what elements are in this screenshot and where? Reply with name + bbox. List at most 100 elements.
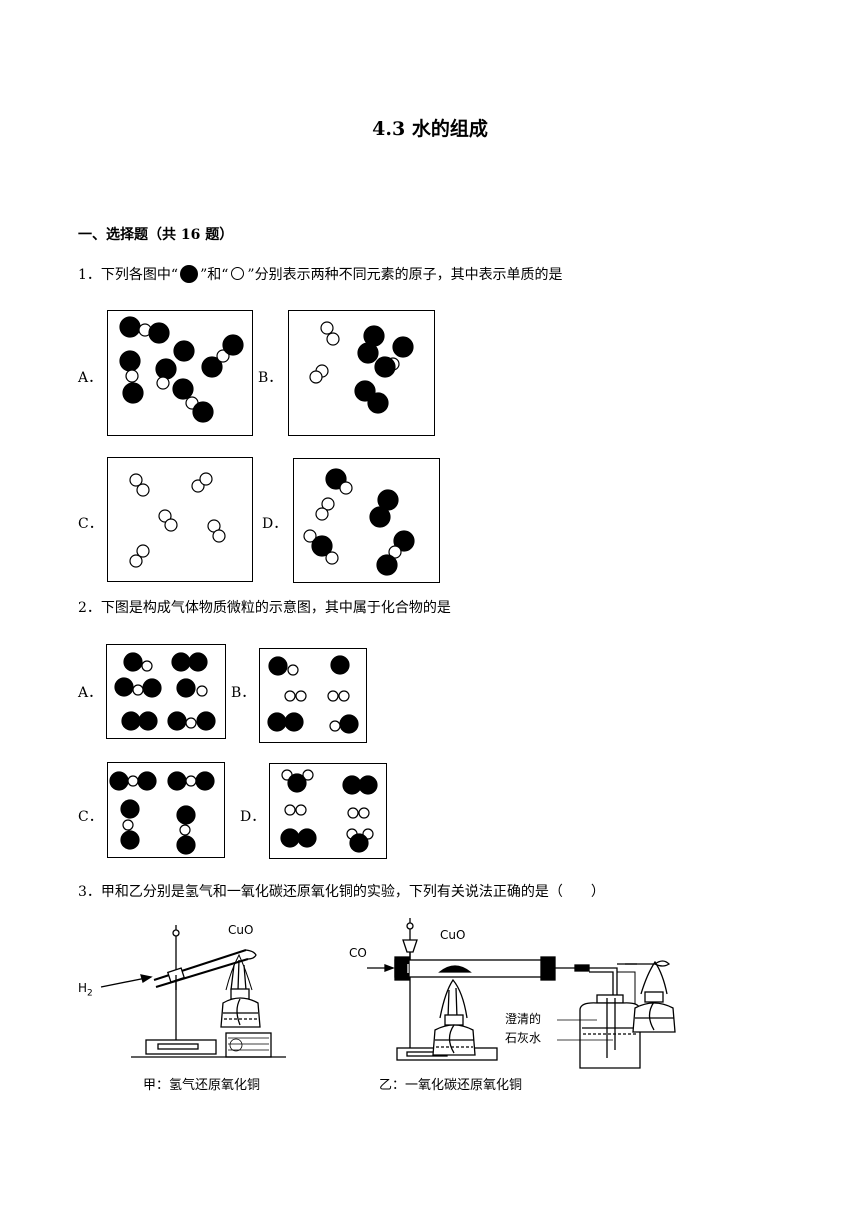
white-atom [216,349,230,363]
white-atom [303,529,317,543]
black-atom [367,392,389,414]
black-atom [176,805,196,825]
white-atom [339,481,353,495]
white-atom [132,684,144,696]
white-atom [158,509,172,523]
section-heading: 一、选择题（共 16 题） [78,227,234,243]
white-atom [388,545,402,559]
q2-option-c-label[interactable]: C． [78,809,103,825]
black-atom [172,378,194,400]
white-atom [320,321,334,335]
black-atom [120,799,140,819]
q2-option-b-label[interactable]: B． [231,685,256,701]
black-atom [376,554,398,576]
white-atom [287,664,299,676]
q1-option-c-diagram [107,457,253,582]
q1-option-d-label[interactable]: D． [262,516,288,532]
q1-option-b-diagram [288,310,435,436]
co-label: CO [349,946,367,960]
white-atom [185,775,197,787]
black-atom [119,316,141,338]
white-atom [179,824,191,836]
black-atom [188,652,208,672]
black-atom [342,775,362,795]
black-atom [192,401,214,423]
q2-option-b-diagram [259,648,367,743]
white-atom [164,518,178,532]
white-atom [284,690,296,702]
black-atom [155,358,177,380]
question-1-prefix: 1．下列各图中“ [78,267,179,283]
white-atom [125,369,139,383]
white-atom [212,529,226,543]
black-atom [109,771,129,791]
white-atom [199,472,213,486]
h2-label: H2 [78,981,93,998]
question-1-mid: ”和“ [200,267,229,283]
black-atom [167,771,187,791]
white-atom-icon [231,267,245,280]
black-atom [339,714,359,734]
q1-option-b-label[interactable]: B． [258,370,283,386]
black-atom [374,356,396,378]
black-atom [137,771,157,791]
black-atom [297,828,317,848]
black-atom [267,712,287,732]
q2-option-d-diagram [269,763,387,859]
black-atom [121,711,141,731]
white-atom [127,775,139,787]
question-1: 1．下列各图中“”和“”分别表示两种不同元素的原子，其中表示单质的是 [78,264,563,284]
white-atom [315,507,329,521]
black-atom [369,506,391,528]
black-atom [176,835,196,855]
white-atom [326,332,340,346]
black-atom-icon [180,265,199,283]
black-atom [148,322,170,344]
q2-option-d-label[interactable]: D． [240,809,266,825]
black-atom [123,652,143,672]
white-atom [136,544,150,558]
white-atom [295,804,307,816]
black-atom [222,334,244,356]
white-atom [302,769,314,781]
black-atom [176,678,196,698]
white-atom [284,804,296,816]
black-atom [114,677,134,697]
figure-co-reduction: CO CuO 澄清的 石灰水 乙：一氧化碳还原氧化铜 [345,910,685,1100]
white-atom [347,807,359,819]
white-atom [358,807,370,819]
white-atom [156,376,170,390]
black-atom [349,833,369,853]
white-atom [185,717,197,729]
h2-label-text: H [78,981,88,995]
black-atom [358,775,378,795]
black-atom [392,336,414,358]
page-title: 4.3 水的组成 [372,118,488,140]
white-atom [129,554,143,568]
black-atom [280,828,300,848]
q2-option-a-label[interactable]: A． [78,685,103,701]
white-atom [141,660,153,672]
question-3: 3．甲和乙分别是氢气和一氧化碳还原氧化铜的实验，下列有关说法正确的是（ ） [78,884,605,900]
black-atom [268,656,288,676]
q2-option-c-diagram [107,762,225,858]
h2-label-subscript: 2 [87,988,93,999]
white-atom [329,720,341,732]
q1-option-c-label[interactable]: C． [78,516,103,532]
cuo-label-a: CuO [228,923,254,937]
black-atom [171,652,191,672]
black-atom [354,380,376,402]
black-atom [122,382,144,404]
black-atom [167,711,187,731]
black-atom [119,350,141,372]
black-atom [120,830,140,850]
black-atom [377,489,399,511]
caption-figure-b: 乙：一氧化碳还原氧化铜 [379,1078,523,1093]
cuo-label-b: CuO [440,928,466,942]
white-atom [295,690,307,702]
q1-option-a-label[interactable]: A． [78,370,103,386]
white-atom [129,473,143,487]
white-atom [321,497,335,511]
caption-figure-a: 甲：氢气还原氧化铜 [143,1078,261,1093]
white-atom [309,370,323,384]
